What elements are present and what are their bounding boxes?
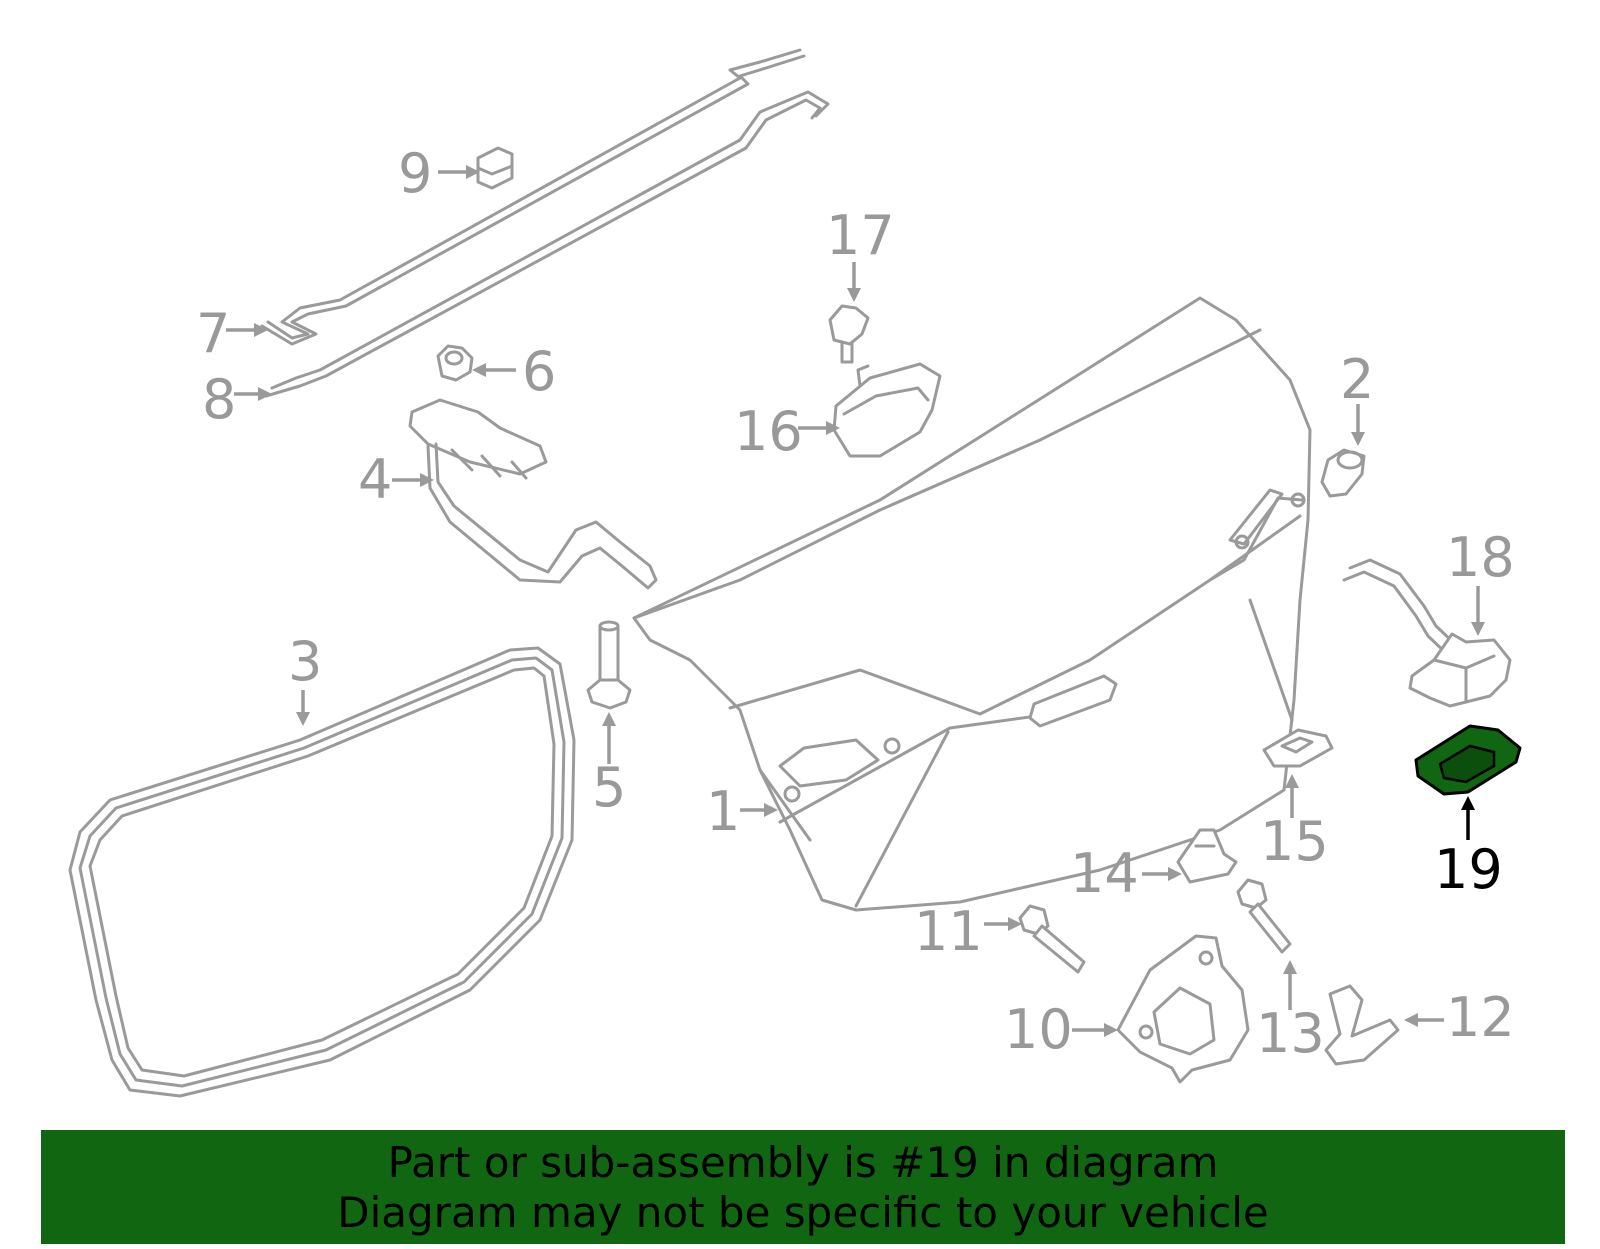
callout-6: 6 bbox=[522, 340, 556, 403]
leader-arrows bbox=[226, 165, 1485, 1037]
part-15-switch bbox=[1262, 728, 1334, 768]
part-11-bolt bbox=[1018, 904, 1086, 974]
banner-line-1: Part or sub-assembly is #19 in diagram bbox=[387, 1138, 1219, 1187]
part-9-clip bbox=[476, 146, 514, 190]
callout-2: 2 bbox=[1340, 348, 1374, 411]
part-5-bolt bbox=[586, 620, 632, 710]
callout-8: 8 bbox=[202, 368, 236, 431]
callout-5: 5 bbox=[592, 756, 626, 819]
part-19-highlighted bbox=[1414, 724, 1522, 796]
part-6-nut bbox=[436, 344, 474, 382]
part-1-trunk-lid bbox=[632, 296, 1312, 912]
callout-12: 12 bbox=[1446, 986, 1515, 1049]
callout-19: 19 bbox=[1434, 838, 1503, 901]
callout-13: 13 bbox=[1256, 1002, 1325, 1065]
callout-3: 3 bbox=[288, 630, 322, 693]
callout-labels: 9 7 8 6 4 3 5 17 16 1 2 18 19 15 14 11 1… bbox=[196, 142, 1515, 1065]
part-13-bolt bbox=[1236, 878, 1292, 954]
part-14-retainer bbox=[1176, 828, 1238, 884]
callout-4: 4 bbox=[358, 448, 392, 511]
banner-line-2: Diagram may not be specific to your vehi… bbox=[337, 1188, 1269, 1237]
info-banner: Part or sub-assembly is #19 in diagram D… bbox=[41, 1130, 1565, 1244]
callout-15: 15 bbox=[1260, 810, 1329, 873]
part-16-handle bbox=[832, 362, 942, 458]
part-8-rod bbox=[264, 90, 830, 398]
part-10-latch bbox=[1116, 934, 1250, 1084]
part-7-rod bbox=[260, 48, 806, 346]
callout-11: 11 bbox=[914, 900, 983, 963]
callout-18: 18 bbox=[1446, 526, 1515, 589]
callout-7: 7 bbox=[196, 302, 230, 365]
part-18-camera bbox=[1342, 558, 1512, 708]
part-12-bracket bbox=[1324, 984, 1400, 1066]
callout-17: 17 bbox=[826, 204, 895, 267]
callout-1: 1 bbox=[706, 780, 740, 843]
part-3-weatherstrip bbox=[68, 646, 576, 1098]
callout-9: 9 bbox=[398, 142, 432, 205]
callout-14: 14 bbox=[1070, 842, 1139, 905]
callout-10: 10 bbox=[1004, 998, 1073, 1061]
callout-16: 16 bbox=[734, 400, 803, 463]
part-17-clip bbox=[828, 304, 870, 364]
part-2-bumper bbox=[1320, 448, 1366, 498]
part-4-hinge bbox=[408, 398, 658, 590]
